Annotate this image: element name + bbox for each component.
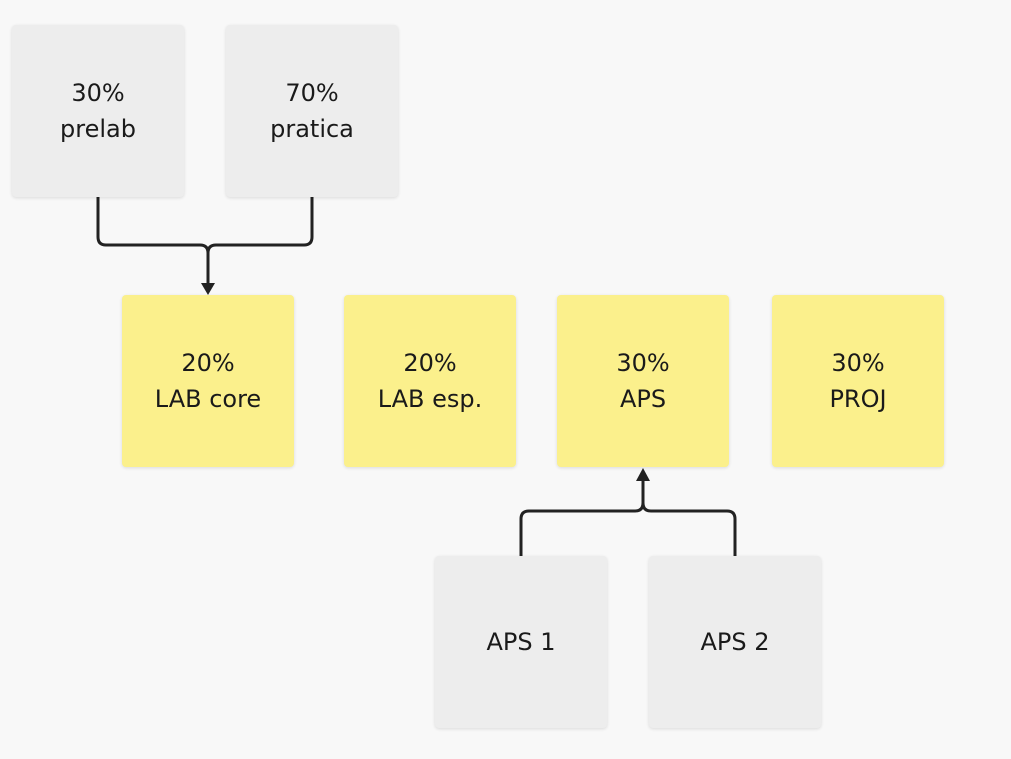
note-percent: 30% <box>831 349 885 377</box>
note-percent: 20% <box>181 349 235 377</box>
sticky-note-aps-1[interactable]: APS 1 <box>435 556 607 728</box>
note-percent: 30% <box>616 349 670 377</box>
sticky-note-lab-esp[interactable]: 20% LAB esp. <box>344 295 516 467</box>
note-percent: 30% <box>71 79 125 107</box>
note-label: LAB core <box>154 385 262 413</box>
connector-aps2-to-aps[interactable] <box>641 502 737 556</box>
note-percent: 20% <box>403 349 457 377</box>
sticky-note-pratica[interactable]: 70% pratica <box>226 25 398 197</box>
connector-prelab-to-lab-core[interactable] <box>96 197 210 285</box>
sticky-note-lab-core[interactable]: 20% LAB core <box>122 295 294 467</box>
note-percent: 70% <box>285 79 339 107</box>
sticky-note-aps-2[interactable]: APS 2 <box>649 556 821 728</box>
arrowhead-lab-core <box>201 283 215 295</box>
arrowhead-aps <box>636 468 650 481</box>
note-label: pratica <box>270 115 354 143</box>
note-label: prelab <box>60 115 136 143</box>
note-label: APS 2 <box>700 628 770 656</box>
sticky-note-prelab[interactable]: 30% prelab <box>12 25 184 197</box>
note-label: PROJ <box>829 385 887 413</box>
note-label: APS <box>619 385 667 413</box>
connector-aps1-to-aps[interactable] <box>519 479 645 556</box>
note-label: LAB esp. <box>377 385 483 413</box>
note-label: APS 1 <box>486 628 556 656</box>
sticky-note-proj[interactable]: 30% PROJ <box>772 295 944 467</box>
sticky-note-aps[interactable]: 30% APS <box>557 295 729 467</box>
connector-pratica-to-lab-core[interactable] <box>206 197 314 254</box>
